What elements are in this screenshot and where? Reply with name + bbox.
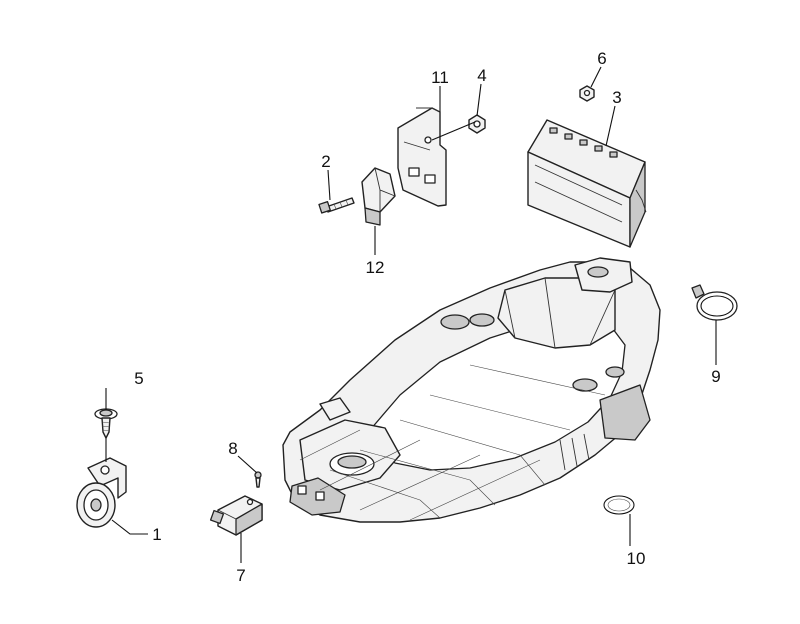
leader-lines <box>105 66 717 563</box>
horn <box>76 457 127 528</box>
callout-11: 11 <box>431 68 449 87</box>
leader-8 <box>237 455 258 474</box>
helmet-compartment <box>282 257 661 523</box>
leader-1 <box>111 519 148 535</box>
leader-6 <box>590 66 602 88</box>
callout-labels: 11 4 2 12 6 3 9 5 1 8 7 10 <box>134 49 720 585</box>
leader-3 <box>605 105 616 147</box>
relay <box>361 167 396 226</box>
o-ring <box>603 495 635 515</box>
battery-terminal-nut <box>579 85 595 102</box>
callout-12: 12 <box>366 258 385 277</box>
callout-6: 6 <box>597 49 606 68</box>
callout-9: 9 <box>711 367 720 386</box>
bolt <box>318 197 355 214</box>
control-unit <box>209 495 263 536</box>
leader-4 <box>476 83 482 117</box>
battery <box>527 119 647 248</box>
callout-1: 1 <box>152 525 161 544</box>
hose-clamp <box>691 284 738 321</box>
callout-2: 2 <box>321 152 330 171</box>
callout-7: 7 <box>236 566 245 585</box>
callout-3: 3 <box>612 88 621 107</box>
nut <box>468 114 486 134</box>
callout-5: 5 <box>134 369 143 388</box>
callout-4: 4 <box>477 66 486 85</box>
small-screw <box>254 471 262 488</box>
bracket-plate <box>397 107 447 207</box>
leader-2 <box>327 169 331 201</box>
callout-10: 10 <box>627 549 646 568</box>
callout-8: 8 <box>228 439 237 458</box>
screw <box>94 408 118 439</box>
leader-4b <box>431 121 476 141</box>
